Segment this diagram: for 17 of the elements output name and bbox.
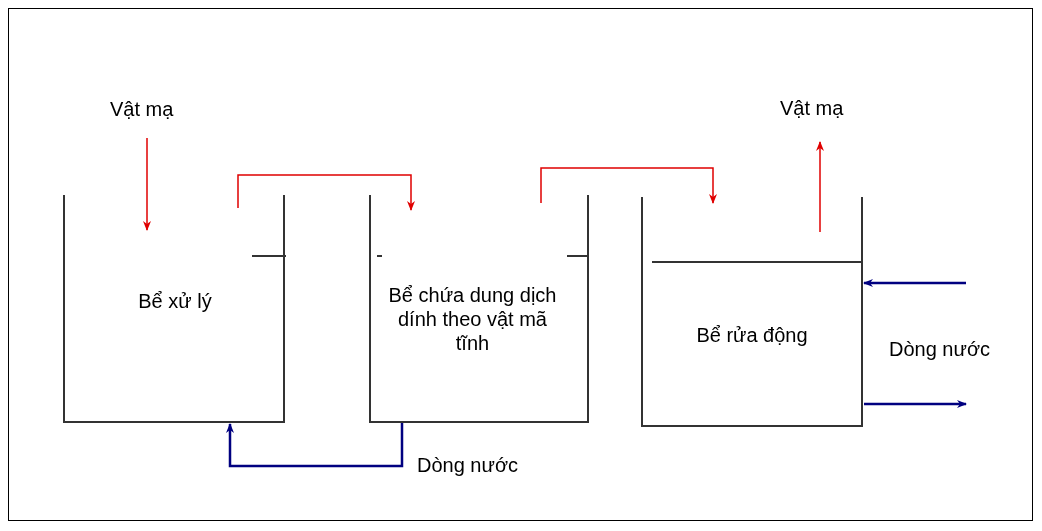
tank — [369, 195, 589, 423]
arrow — [237, 174, 415, 211]
flow-label: Dòng nước — [417, 453, 518, 477]
tank-label: Bể chứa dung dịch dính theo vật mã tĩnh — [387, 283, 558, 355]
arrow — [816, 141, 824, 233]
item-label: Vật mạ — [110, 97, 174, 121]
arrow — [226, 423, 404, 468]
flow-label: Dòng nước — [889, 337, 990, 361]
arrow — [863, 279, 966, 287]
arrow — [864, 400, 967, 408]
arrow — [143, 137, 151, 231]
tank-label: Bể rửa động — [695, 323, 809, 347]
tank — [63, 195, 285, 423]
item-label: Vật mạ — [780, 96, 844, 120]
arrow — [540, 167, 717, 204]
tank — [641, 197, 863, 427]
tank-label: Bể xử lý — [137, 289, 213, 313]
